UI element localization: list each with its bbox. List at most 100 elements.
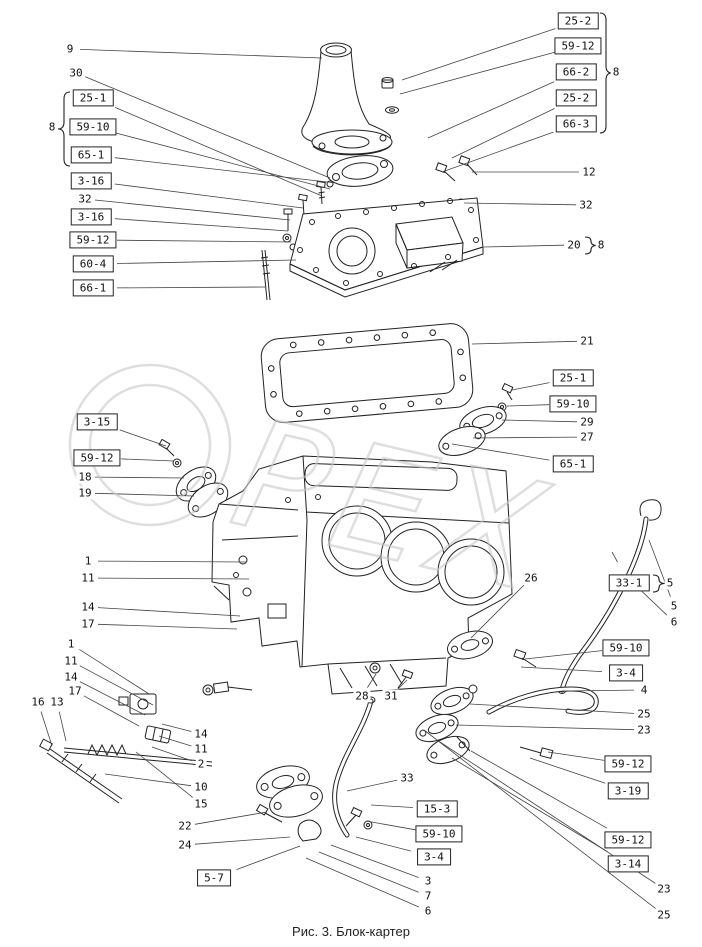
item-number-22: 22	[176, 819, 194, 833]
leader-line	[94, 476, 185, 479]
part-code-box-59-10: 59-10	[415, 825, 463, 843]
item-number-8: 8	[46, 120, 58, 134]
drain-pipe-assembly	[255, 696, 376, 842]
item-number-6: 6	[422, 904, 434, 918]
item-number-11: 11	[62, 654, 80, 668]
item-number-21: 21	[578, 334, 596, 348]
item-number-4: 4	[638, 683, 650, 697]
leader-line	[365, 820, 416, 831]
item-number-17: 17	[79, 617, 97, 631]
item-number-13: 13	[48, 695, 66, 709]
leader-line	[116, 286, 267, 289]
item-number-33: 33	[398, 771, 416, 785]
item-number-17: 17	[66, 684, 84, 698]
part-code-box-59-10: 59-10	[549, 395, 597, 413]
item-number-3: 3	[422, 874, 434, 888]
item-number-18: 18	[76, 470, 94, 484]
breather-cap-parts	[381, 77, 399, 114]
leader-line	[161, 723, 192, 732]
leader-line	[114, 157, 337, 184]
item-number-32: 32	[577, 198, 595, 212]
item-number-16: 16	[29, 695, 47, 709]
item-number-7: 7	[422, 889, 434, 903]
part-code-box-3-14: 3-14	[607, 855, 649, 873]
leader-line	[472, 436, 578, 439]
item-number-10: 10	[192, 780, 210, 794]
leader-line	[116, 132, 331, 190]
part-code-box-60-4: 60-4	[72, 255, 114, 273]
item-number-29: 29	[578, 415, 596, 429]
leader-line	[120, 458, 175, 462]
item-number-25: 25	[655, 908, 673, 922]
engine-block	[211, 455, 513, 695]
part-code-box-25-2: 25-2	[557, 12, 599, 30]
leader-line	[501, 419, 578, 423]
leader-line	[471, 340, 578, 345]
leader-line	[83, 695, 140, 727]
item-number-8: 8	[595, 238, 607, 252]
leader-line	[236, 845, 301, 870]
leader-line	[470, 584, 525, 639]
leader-line	[94, 492, 195, 497]
leader-line	[116, 259, 297, 264]
item-number-23: 23	[655, 882, 673, 896]
filler-flange-gasket	[326, 155, 394, 187]
item-number-26: 26	[522, 571, 540, 585]
part-code-box-5-7: 5-7	[197, 869, 231, 887]
part-code-box-59-10: 59-10	[602, 639, 650, 657]
leader-line	[114, 218, 289, 232]
drain-plug-and-bolt	[369, 662, 414, 689]
item-number-9: 9	[64, 42, 76, 56]
part-code-box-15-3: 15-3	[416, 800, 458, 818]
watermark-circle-outer	[68, 363, 232, 527]
leader-line	[427, 81, 555, 139]
leader-line	[135, 751, 194, 799]
leader-line	[469, 703, 635, 714]
item-number-11: 11	[79, 571, 97, 585]
leader-line	[330, 844, 419, 878]
oil-filler-tube	[301, 42, 393, 156]
part-code-box-59-12: 59-12	[69, 231, 117, 249]
item-number-27: 27	[578, 430, 596, 444]
leader-line	[305, 857, 419, 908]
item-number-19: 19	[76, 486, 94, 500]
leader-line	[97, 577, 250, 580]
leader-line	[455, 724, 635, 731]
side-flange	[447, 630, 493, 660]
part-code-box-3-15: 3-15	[76, 413, 118, 431]
part-code-box-59-12: 59-12	[73, 449, 121, 467]
figure-caption: Рис. 3. Блок-картер	[292, 924, 410, 939]
leader-line	[119, 429, 167, 447]
leader-line	[318, 851, 419, 893]
item-number-20: 20	[565, 238, 583, 252]
leader-line	[529, 757, 606, 784]
leader-line	[79, 49, 323, 59]
leader-line	[114, 107, 323, 197]
linkage-parts	[39, 681, 253, 804]
leader-line	[79, 649, 150, 695]
item-number-28: 28	[353, 689, 371, 703]
item-number-1: 1	[82, 554, 94, 568]
part-code-box-66-1: 66-1	[72, 279, 114, 297]
part-code-box-25-1: 25-1	[552, 369, 594, 387]
oil-pan-gasket	[260, 323, 474, 423]
item-number-24: 24	[176, 838, 194, 852]
leader-line	[397, 679, 408, 690]
leader-line	[451, 757, 608, 852]
item-number-23: 23	[635, 723, 653, 737]
leader-line	[367, 673, 377, 688]
part-code-box-3-16: 3-16	[70, 172, 112, 190]
callout-brace	[57, 91, 71, 167]
part-code-box-33-1: 33-1	[608, 574, 650, 592]
part-code-box-59-12: 59-12	[604, 755, 652, 773]
part-code-box-66-3: 66-3	[555, 115, 597, 133]
leader-line	[97, 560, 247, 563]
leader-line	[114, 183, 304, 209]
leader-line	[151, 746, 192, 762]
leader-line	[506, 404, 550, 407]
leader-line	[40, 711, 53, 747]
item-number-6: 6	[668, 615, 680, 629]
item-number-11: 11	[192, 742, 210, 756]
leader-line	[346, 779, 398, 792]
